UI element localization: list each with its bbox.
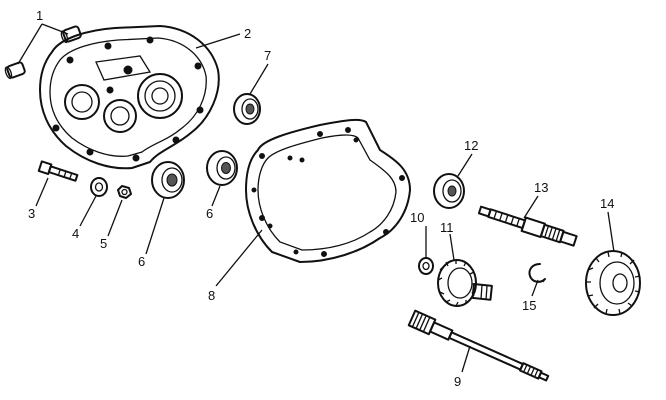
thrust-washer <box>418 257 434 275</box>
callout-7: 7 <box>264 48 271 63</box>
transmission-case <box>39 25 220 170</box>
callout-6b: 6 <box>206 206 213 221</box>
bearing-right <box>206 150 238 186</box>
large-gear <box>585 250 641 316</box>
gear-with-hub <box>437 259 493 307</box>
callout-12: 12 <box>464 138 478 153</box>
circlip <box>528 263 546 283</box>
callout-1: 1 <box>36 8 43 23</box>
bearing-shaft <box>433 173 465 209</box>
bearing-top <box>233 93 261 125</box>
callout-11: 11 <box>440 220 454 235</box>
bearing-left <box>151 161 185 199</box>
callout-3: 3 <box>28 206 35 221</box>
leader-lines <box>17 23 615 373</box>
callout-4: 4 <box>72 226 79 241</box>
callout-5: 5 <box>100 236 107 251</box>
washer <box>90 177 108 197</box>
bolt <box>37 160 79 182</box>
case-gasket <box>245 118 411 263</box>
callout-9: 9 <box>454 374 461 389</box>
callout-10: 10 <box>410 210 424 225</box>
dowel-pins <box>4 25 82 80</box>
callout-2: 2 <box>244 26 251 41</box>
primary-shaft <box>407 309 550 382</box>
callout-6a: 6 <box>138 254 145 269</box>
callout-8: 8 <box>208 288 215 303</box>
callout-14: 14 <box>600 196 614 211</box>
callout-labels: 1 2 3 4 5 6 6 7 8 9 10 11 12 13 14 15 <box>28 8 614 389</box>
callout-15: 15 <box>522 298 536 313</box>
output-shaft <box>477 205 578 247</box>
nut <box>117 185 132 199</box>
callout-13: 13 <box>534 180 548 195</box>
